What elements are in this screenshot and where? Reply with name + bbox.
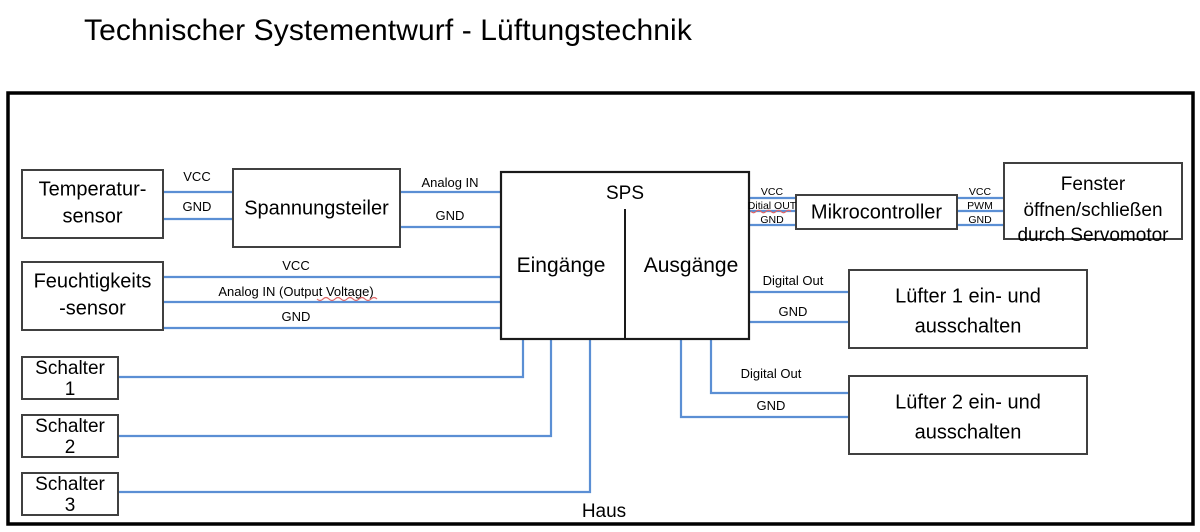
wire-label-luefter1-gnd: GND	[779, 304, 808, 319]
box-luefter-2[interactable]: Lüfter 2 ein- und ausschalten	[848, 375, 1088, 455]
spannungsteiler-label: Spannungsteiler	[244, 197, 389, 219]
fenster-label-line1: Fenster	[1061, 174, 1126, 195]
box-temperatursensor[interactable]: Temperatur- sensor	[21, 169, 164, 239]
schalter1-label-line1: Schalter	[35, 358, 105, 379]
wire-label-mc-out-pwm: PWM	[967, 200, 993, 212]
page-title: Technischer Systementwurf - Lüftungstech…	[84, 14, 692, 47]
fenster-label-line3: durch Servomotor	[1017, 225, 1169, 246]
wire-label-luefter2-gnd: GND	[757, 398, 786, 413]
schalter3-rect[interactable]	[21, 472, 119, 516]
luefter2-label-line1: Lüfter 2 ein- und	[895, 391, 1041, 413]
wire-schalter3	[118, 339, 592, 494]
spellcheck-underline-ditial-out	[750, 209, 792, 214]
sps-outputs-label: Ausgänge	[644, 254, 739, 277]
temperatursensor-label-line2: sensor	[62, 205, 122, 227]
wire-schalter1	[118, 339, 525, 379]
feuchtigkeitssensor-label-line2: -sensor	[59, 297, 126, 319]
spellcheck-underline-output-voltage	[316, 296, 378, 302]
temperatursensor-rect[interactable]	[21, 169, 164, 239]
luefter1-label-line2: ausschalten	[915, 315, 1022, 337]
luefter2-rect[interactable]	[848, 375, 1088, 455]
schalter1-rect[interactable]	[21, 356, 119, 400]
wire-label-mc-out-gnd: GND	[968, 214, 992, 226]
wire-label-teiler-analog-in: Analog IN	[421, 175, 478, 190]
wire-label-feucht-gnd: GND	[282, 309, 311, 324]
wire-label-mc-in-digital: Ditial OUT	[748, 200, 797, 212]
schalter1-label-line2: 1	[65, 379, 76, 400]
luefter2-label-line2: ausschalten	[915, 421, 1022, 443]
fenster-label-line2: öffnen/schließen	[1023, 200, 1162, 221]
schalter2-label-line1: Schalter	[35, 416, 105, 437]
sps-title: SPS	[606, 183, 644, 204]
fenster-rect[interactable]	[1003, 162, 1183, 240]
wire-label-temp-gnd: GND	[183, 199, 212, 214]
wire-luefter2-digital	[709, 339, 849, 395]
schalter3-label-line2: 3	[65, 495, 76, 516]
schalter2-rect[interactable]	[21, 414, 119, 458]
wire-label-mc-in-vcc: VCC	[761, 186, 784, 198]
box-feuchtigkeitssensor[interactable]: Feuchtigkeits -sensor	[21, 261, 164, 331]
wire-label-teiler-gnd: GND	[436, 208, 465, 223]
box-schalter-2[interactable]: Schalter 2	[21, 414, 119, 458]
wire-label-feucht-vcc: VCC	[282, 258, 309, 273]
wire-label-luefter1-digital: Digital Out	[763, 273, 824, 288]
box-spannungsteiler[interactable]: Spannungsteiler	[232, 168, 401, 248]
house-label: Haus	[582, 501, 626, 522]
temperatursensor-label-line1: Temperatur-	[39, 178, 147, 200]
wire-label-feucht-analog: Analog IN (Output Voltage)	[218, 284, 373, 299]
schalter3-label-line1: Schalter	[35, 474, 105, 495]
wire-label-mc-out-vcc: VCC	[969, 186, 992, 198]
luefter1-rect[interactable]	[848, 269, 1088, 349]
box-luefter-1[interactable]: Lüfter 1 ein- und ausschalten	[848, 269, 1088, 349]
spannungsteiler-rect[interactable]	[232, 168, 401, 248]
mikrocontroller-rect[interactable]	[795, 194, 958, 230]
box-schalter-1[interactable]: Schalter 1	[21, 356, 119, 400]
wire-label-luefter2-digital: Digital Out	[741, 366, 802, 381]
feuchtigkeitssensor-label-line1: Feuchtigkeits	[34, 270, 152, 292]
box-mikrocontroller[interactable]: Mikrocontroller	[795, 194, 958, 230]
wire-luefter2-gnd	[679, 339, 849, 419]
wire-schalter2	[118, 339, 553, 438]
luefter1-label-line1: Lüfter 1 ein- und	[895, 285, 1041, 307]
feuchtigkeitssensor-rect[interactable]	[21, 261, 164, 331]
mikrocontroller-label: Mikrocontroller	[811, 201, 942, 223]
box-schalter-3[interactable]: Schalter 3	[21, 472, 119, 516]
wire-label-mc-in-gnd: GND	[760, 214, 784, 226]
box-fenster-servomotor[interactable]: Fenster öffnen/schließen durch Servomoto…	[1003, 162, 1183, 246]
schalter2-label-line2: 2	[65, 437, 76, 458]
box-sps[interactable]: SPS Eingänge Ausgänge	[499, 170, 751, 341]
sps-inputs-label: Eingänge	[517, 254, 606, 277]
wire-label-temp-vcc: VCC	[183, 169, 210, 184]
